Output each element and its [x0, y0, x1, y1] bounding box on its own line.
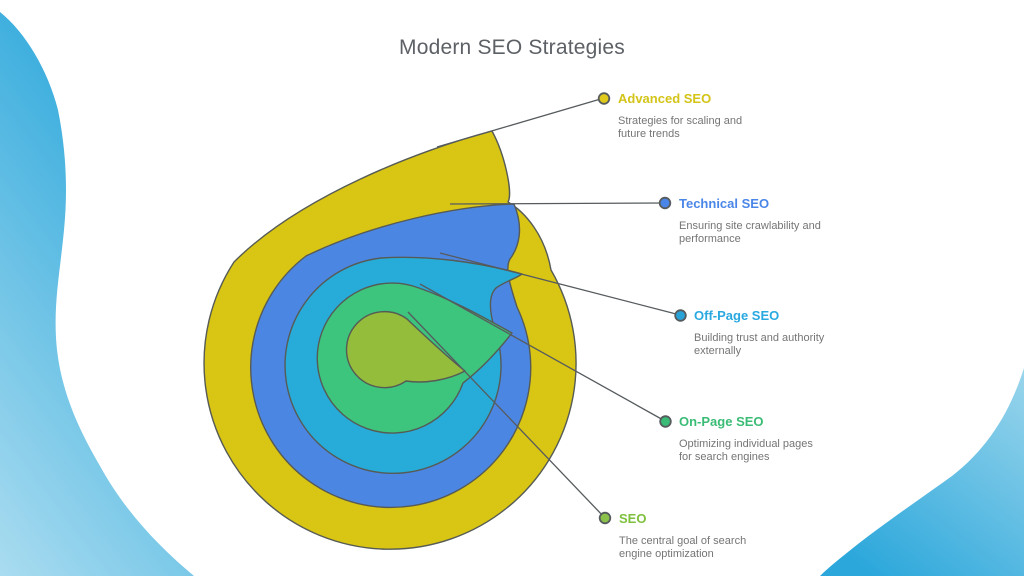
- callout-on-page-seo: On-Page SEO Optimizing individual pages …: [679, 414, 849, 463]
- desc-advanced-seo: Strategies for scaling and future trends: [618, 115, 743, 140]
- wave-left-edge: [0, 12, 194, 576]
- connector-technical-seo: [449, 202, 666, 205]
- desc-technical-seo: Ensuring site crawlability and performan…: [679, 220, 821, 245]
- dot-advanced-seo: [597, 92, 611, 105]
- callout-off-page-seo: Off-Page SEO Building trust and authorit…: [694, 308, 864, 357]
- label-seo: SEO: [619, 511, 647, 526]
- connector-on-page-seo: [419, 283, 666, 422]
- dot-seo: [598, 511, 612, 525]
- wave-bottom-right: [820, 368, 1024, 576]
- label-on-page-seo: On-Page SEO: [679, 414, 764, 429]
- desc-on-page-seo: Optimizing individual pages for search e…: [679, 438, 813, 463]
- desc-seo: The central goal of search engine optimi…: [619, 535, 747, 560]
- layer-seo-core: [345, 310, 466, 389]
- page-title: Modern SEO Strategies: [399, 36, 625, 59]
- callout-technical-seo: Technical SEO Ensuring site crawlability…: [679, 196, 849, 245]
- desc-off-page-seo: Building trust and authority externally: [694, 332, 825, 357]
- dot-off-page-seo: [674, 309, 687, 322]
- label-advanced-seo: Advanced SEO: [618, 91, 712, 106]
- label-technical-seo: Technical SEO: [679, 196, 770, 211]
- callout-seo: SEO The central goal of search engine op…: [619, 511, 789, 560]
- connector-advanced-seo: [436, 97, 605, 148]
- connector-off-page-seo: [439, 252, 681, 316]
- dot-technical-seo: [658, 196, 672, 210]
- callout-advanced-seo: Advanced SEO Strategies for scaling and …: [618, 91, 788, 140]
- dot-on-page-seo: [659, 415, 672, 428]
- label-off-page-seo: Off-Page SEO: [694, 308, 780, 323]
- connector-seo: [407, 311, 606, 519]
